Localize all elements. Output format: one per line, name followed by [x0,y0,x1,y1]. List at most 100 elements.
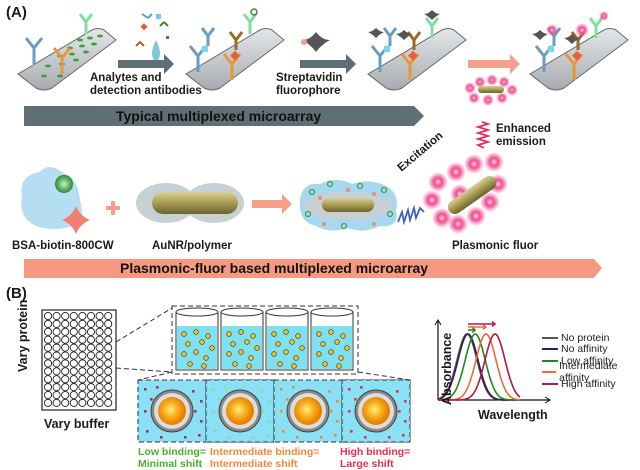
legend-item: Intermediate affinity [542,360,640,384]
enhanced-emission-label: Enhanced emission [496,123,551,148]
plate-well [52,351,61,360]
plate-well [78,383,87,392]
plate-well [104,327,113,336]
plate-well [69,335,78,344]
plate-well [69,359,78,368]
emission-wave-icon [474,121,492,149]
plate-well [86,319,96,328]
microarray-slide-1 [17,13,117,91]
plate-well [86,351,96,360]
plate-well [104,398,113,407]
plate-well [52,383,61,392]
plate-well [61,398,70,407]
plate-well [104,390,113,400]
plate-well [52,367,61,376]
plate-well [86,367,96,376]
plate-well [61,351,70,360]
plate-well [95,367,104,376]
plate-well [52,390,61,400]
legend-swatch [542,371,557,374]
series-line-high-affinity [438,333,521,401]
plate-well [61,367,70,376]
plate-well [43,359,53,368]
plate-well [52,319,61,328]
buffer-cup [220,307,264,371]
plasmonic-fluor-icon [422,152,508,234]
legend-item: High affinity [542,378,640,390]
legend-label: No affinity [561,343,608,356]
plate-well [104,311,113,321]
chart-ylabel: Absorbance [440,332,454,405]
buffer-cup [175,307,219,371]
plate-well [52,375,61,384]
plate-well [69,398,78,407]
legend-swatch [542,348,558,351]
legend-item: No affinity [542,343,640,356]
assembled-construct-icon [299,180,397,231]
buffer-cup [265,307,309,371]
plasmonic-fluor-small-icon [464,74,518,106]
plate-well [69,375,78,384]
plate-well [95,398,104,407]
bsa-biotin-800cw-icon [21,167,90,234]
binding-low-label: Low binding=Minimal shift [138,446,206,470]
plate-well [69,343,78,352]
step2-label: Streptavidin fluorophore [276,72,343,97]
microarray-slide-2 [185,8,285,91]
plate-well [86,327,96,336]
panel-b-label: (B) [6,285,27,302]
plate-well [43,335,53,344]
legend-item: No protein [542,332,640,344]
shift-arrow-head [482,323,488,331]
plate-well [43,398,53,407]
plate-well [104,319,113,328]
antibody-blue-icon [24,37,44,64]
plate-well [61,343,70,352]
plate-well [104,367,113,376]
legend-label: Low affinity [561,354,614,367]
cups [175,307,354,371]
plate-well [86,335,96,344]
plate-well [78,311,87,321]
plate-well [78,367,87,376]
typical-banner-label: Typical multiplexed microarray [116,108,322,124]
plate-well [86,311,96,321]
zoom-cells [137,379,411,443]
plate-well [95,390,104,400]
plate-well [86,343,96,352]
antibody-green-icon [78,13,94,34]
binding-cell [273,379,343,443]
plate-well [78,335,87,344]
plate-well [78,319,87,328]
plate-well [43,351,53,360]
plate-well [43,343,53,352]
microarray-slide-3 [367,10,467,91]
plate-well [86,359,96,368]
plate-wells [43,311,113,407]
plate-well [95,335,104,344]
plate-well [69,311,78,321]
plate-well [78,359,87,368]
plate-well [69,390,78,400]
plate-well [95,383,104,392]
plate-well [104,375,113,384]
plate-well [95,359,104,368]
plate-well [43,367,53,376]
plate-well [61,390,70,400]
plate-well [86,398,96,407]
plate-well [61,335,70,344]
plate-well [104,359,113,368]
plate-well [69,367,78,376]
plate-well [104,351,113,360]
arrow-step-1 [118,54,174,74]
panel-a-label: (A) [6,4,27,21]
plate-well [95,375,104,384]
plate-well [52,311,61,321]
plate-well [69,319,78,328]
absorbance-chart [434,319,551,404]
analyte-cluster-icon [135,13,169,62]
plasmonic-banner-shape [24,259,602,278]
plate-well [95,311,104,321]
plate-well [104,335,113,344]
